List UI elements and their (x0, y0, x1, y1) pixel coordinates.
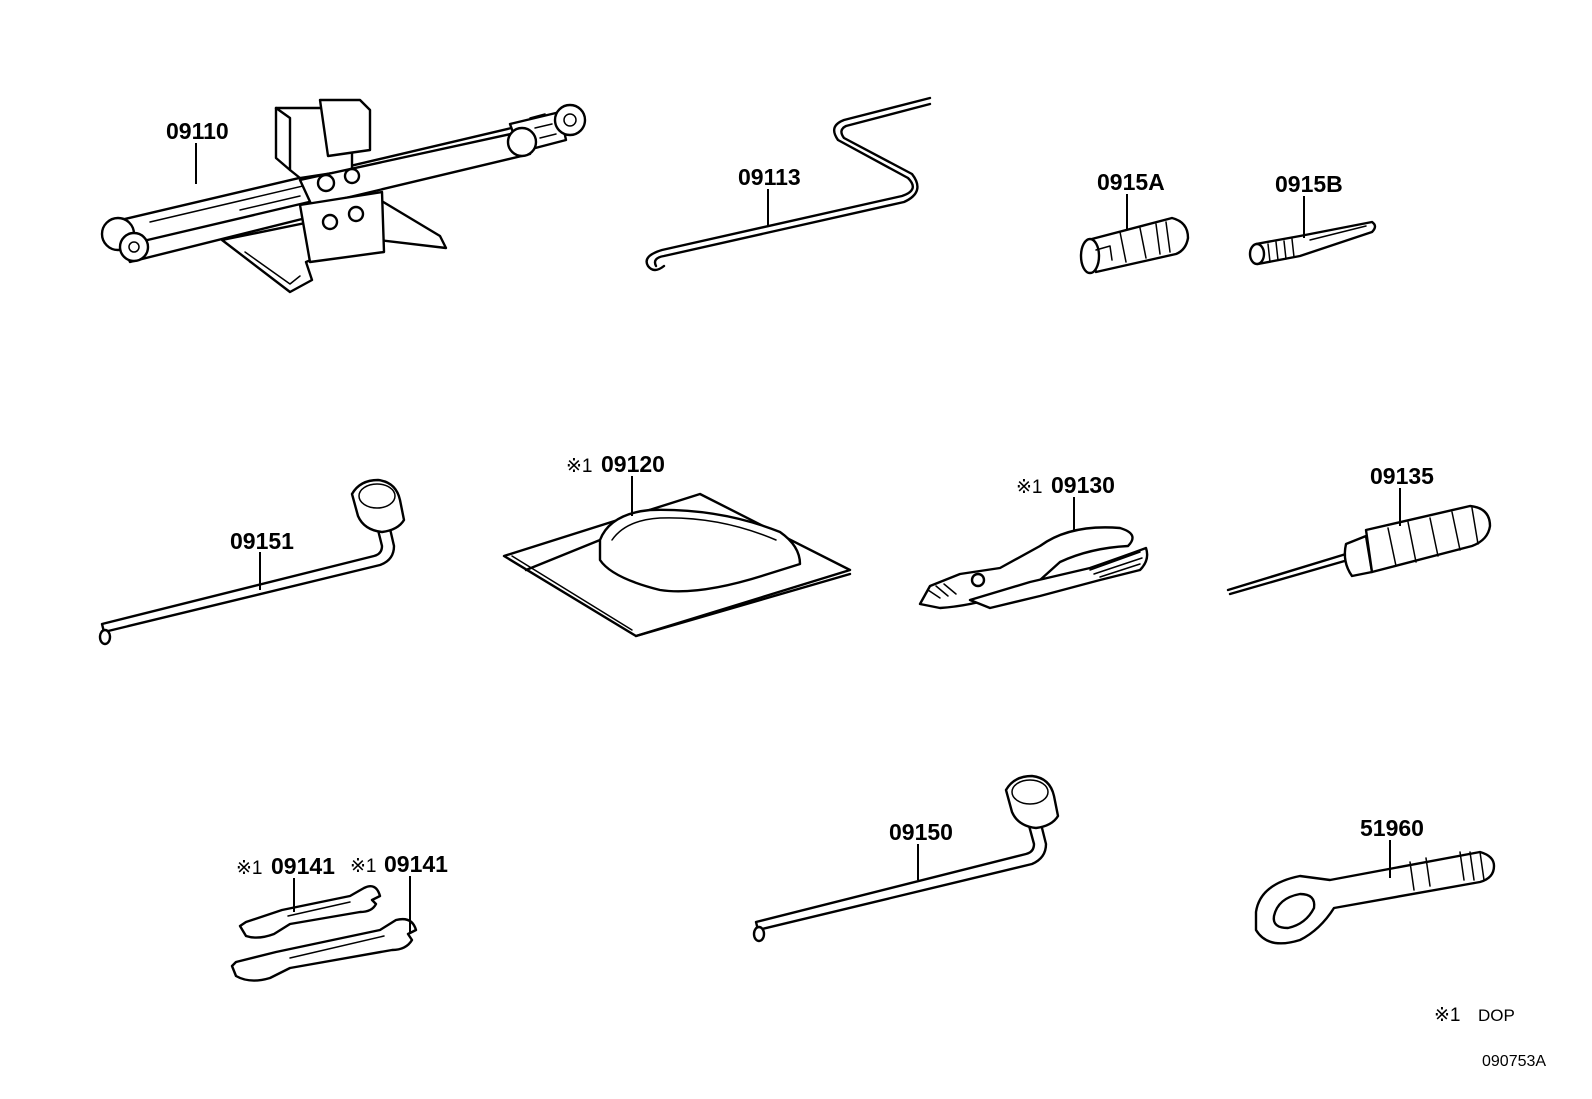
label-towing-eye: 51960 (1360, 815, 1424, 841)
jack-illustration (100, 98, 587, 294)
mark-tool-bag: ※1 (566, 456, 593, 477)
valve-tool-a-illustration (1079, 216, 1190, 275)
label-valve-tool-b: 0915B (1275, 171, 1343, 197)
label-jack-handle: 09113 (738, 164, 801, 190)
towing-eye-illustration (1254, 850, 1496, 945)
label-wheel-wrench-b: 09150 (889, 819, 953, 845)
spanners-illustration (230, 885, 418, 982)
legend-mark: ※1 (1434, 1005, 1461, 1026)
label-tool-bag: 09120 (601, 451, 665, 477)
screwdriver-illustration (1226, 504, 1492, 596)
mark-pliers: ※1 (1016, 477, 1043, 498)
valve-tool-b-illustration (1248, 220, 1377, 266)
legend-text: DOP (1478, 1006, 1515, 1025)
tool-bag-illustration (502, 492, 852, 638)
pliers-illustration (918, 526, 1149, 610)
label-jack: 09110 (166, 118, 229, 144)
illustration-code: 090753A (1482, 1053, 1546, 1070)
mark-spanner-2: ※1 (350, 856, 377, 877)
label-valve-tool-a: 0915A (1097, 169, 1165, 195)
mark-spanner-1: ※1 (236, 858, 263, 879)
jack-handle-illustration (645, 96, 932, 272)
leader-lines (195, 143, 1401, 934)
label-spanner-2: 09141 (384, 851, 448, 877)
label-spanner-1: 09141 (271, 853, 335, 879)
wheel-wrench-a-illustration (98, 478, 406, 646)
label-screwdriver: 09135 (1370, 463, 1434, 489)
label-wheel-wrench-a: 09151 (230, 528, 294, 554)
wheel-wrench-b-illustration (752, 774, 1060, 943)
label-pliers: 09130 (1051, 472, 1115, 498)
